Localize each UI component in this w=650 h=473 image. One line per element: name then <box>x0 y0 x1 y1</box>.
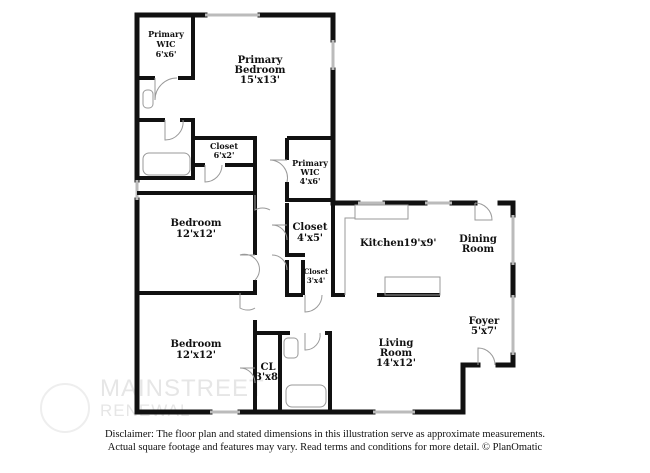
watermark-line-1: MAINSTREET <box>100 375 265 402</box>
closet-3-dim: 3'x4' <box>307 276 325 285</box>
cl-dim: 3'x8' <box>255 372 281 383</box>
doors-fixtures <box>142 77 496 408</box>
windows <box>135 13 515 414</box>
primary-wic-2-dim: 4'x6' <box>300 176 321 186</box>
disclaimer-line-2: Actual square footage and features may v… <box>107 442 543 453</box>
primary-bedroom-name1: Primary <box>238 55 284 66</box>
kitchen-name: Kitchen <box>360 238 405 249</box>
room-labels: Primary WIC 6'x6' Primary Bedroom 15'x13… <box>148 29 500 383</box>
primary-wic-2-name1: Primary <box>292 158 328 168</box>
living-name1: Living <box>379 338 414 349</box>
primary-wic-1-dim: 6'x6' <box>156 49 177 59</box>
bedroom-2-dim: 12'x12' <box>176 350 216 361</box>
primary-wic-1-name1: Primary <box>148 29 184 39</box>
closet-2-dim: 4'x5' <box>297 233 323 244</box>
cl-name: CL <box>261 362 276 373</box>
kitchen-dim: 19'x9' <box>404 238 437 249</box>
closet-3-name: Closet <box>304 267 329 276</box>
primary-bedroom-dim: 15'x13' <box>240 75 280 86</box>
living-dim: 14'x12' <box>376 358 416 369</box>
bedroom-1-name: Bedroom <box>171 218 222 229</box>
primary-bedroom-name2: Bedroom <box>235 65 286 76</box>
primary-wic-2-name2: WIC <box>299 167 319 177</box>
foyer-name: Foyer <box>469 316 500 327</box>
closet-1-dim: 6'x2' <box>214 150 235 160</box>
bedroom-2-name: Bedroom <box>171 339 222 350</box>
dining-name1: Dining <box>459 234 497 245</box>
watermark-icon <box>40 383 90 433</box>
closet-2-name: Closet <box>292 222 327 233</box>
living-name2: Room <box>380 348 413 359</box>
foyer-dim: 5'x7' <box>471 326 497 337</box>
dining-name2: Room <box>462 244 495 255</box>
primary-wic-1-name2: WIC <box>155 39 175 49</box>
disclaimer-line-1: Disclaimer: The floor plan and stated di… <box>104 429 546 440</box>
bedroom-1-dim: 12'x12' <box>176 229 216 240</box>
closet-1-name: Closet <box>210 141 238 151</box>
